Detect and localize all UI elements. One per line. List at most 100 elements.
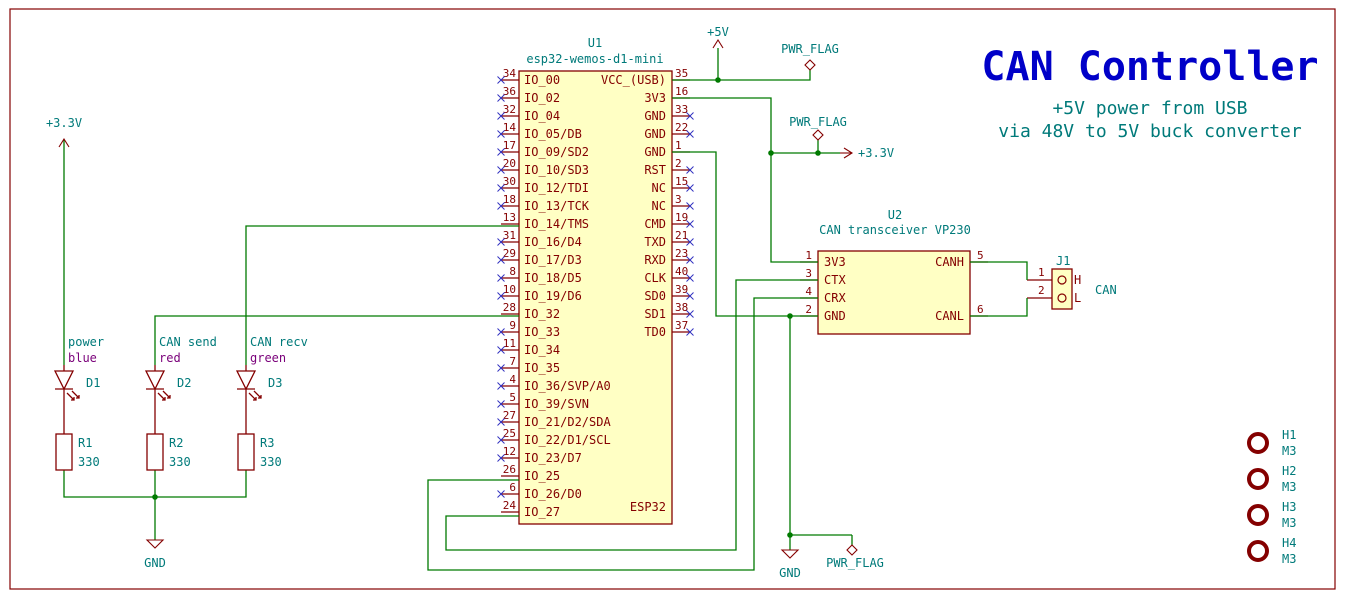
u2-pin-number: 6 xyxy=(977,303,984,316)
u2-pin-name: CANH xyxy=(935,255,964,269)
u1-pin-name: IO_16/D4 xyxy=(524,235,582,249)
resistor-ref: R1 xyxy=(78,436,92,450)
u1-pin-name: IO_12/TDI xyxy=(524,181,589,195)
u1-pin-number: 40 xyxy=(675,265,688,278)
u2-pin-name: CTX xyxy=(824,273,846,287)
u1-body xyxy=(518,70,673,525)
u1-pin-name: GND xyxy=(644,127,666,141)
u1-ref: U1 xyxy=(588,36,602,50)
u1-pin-name: NC xyxy=(652,199,666,213)
gnd-left-symbol xyxy=(145,539,165,549)
u2-pin-number: 5 xyxy=(977,249,984,262)
u2-pin-number: 4 xyxy=(805,285,812,298)
no-connect-icon xyxy=(497,166,505,174)
no-connect-icon xyxy=(497,112,505,120)
led-ref: D3 xyxy=(268,376,282,390)
junction-gnd-left xyxy=(152,494,158,500)
led-emission-icon xyxy=(157,390,171,401)
junction-5v xyxy=(715,77,721,83)
u1-pin-number: 13 xyxy=(503,211,516,224)
led-emission-icon xyxy=(248,390,262,401)
junctions xyxy=(152,77,821,538)
u2-pin-name: CANL xyxy=(935,309,964,323)
pwr-flag-1-label: PWR_FLAG xyxy=(781,42,839,56)
gnd-center-label: GND xyxy=(779,566,801,580)
wire-d2-io32 xyxy=(154,315,519,365)
no-connect-icon xyxy=(497,76,505,84)
no-connect-icon xyxy=(497,454,505,462)
u2-value: CAN transceiver VP230 xyxy=(819,223,971,237)
no-connect-icon xyxy=(497,292,505,300)
u1-pin-number: 35 xyxy=(675,67,688,80)
u1-pin-number: 14 xyxy=(503,121,517,134)
u1-pin-name: IO_26/D0 xyxy=(524,487,582,501)
u2-pin-number: 3 xyxy=(805,267,812,280)
resistor-value: 330 xyxy=(78,455,100,469)
u1-pin-name: RXD xyxy=(644,253,666,267)
u1-pin-number: 18 xyxy=(503,193,516,206)
mounting-hole-value: M3 xyxy=(1282,444,1296,458)
junction-gnd-flag xyxy=(787,532,793,538)
u2-pin-number: 1 xyxy=(805,249,812,262)
j1-pin-1-num: 1 xyxy=(1038,266,1045,279)
mounting-hole-ref: H4 xyxy=(1282,536,1296,550)
plus5v-label: +5V xyxy=(707,25,729,39)
no-connect-icon xyxy=(497,148,505,156)
wire-d3-io14 xyxy=(245,225,519,365)
u1-pin-name: IO_02 xyxy=(524,91,560,105)
u1-pin-name: IO_18/D5 xyxy=(524,271,582,285)
junction-3v3 xyxy=(768,150,774,156)
u1-pin-name: IO_21/D2/SDA xyxy=(524,415,611,429)
j1-value: CAN xyxy=(1095,283,1117,297)
u1-pin-name: IO_09/SD2 xyxy=(524,145,589,159)
title-note-2: via 48V to 5V buck converter xyxy=(998,121,1302,142)
junction-gnd-u2 xyxy=(787,313,793,319)
plus3v3-left-label: +3.3V xyxy=(46,116,82,130)
u1-pin-name: SD0 xyxy=(644,289,666,303)
u1-pin-name: IO_17/D3 xyxy=(524,253,582,267)
u1-pin-number: 27 xyxy=(503,409,516,422)
j1-contact-2 xyxy=(1057,293,1067,303)
j1-connector[interactable]: 1 2 H L J1 CAN xyxy=(1027,254,1117,310)
u1-pin-number: 21 xyxy=(675,229,688,242)
u1-pin-number: 31 xyxy=(503,229,516,242)
no-connect-icon xyxy=(497,130,505,138)
no-connect-icon xyxy=(497,238,505,246)
u1-pin-number: 15 xyxy=(675,175,688,188)
u2-ref: U2 xyxy=(888,208,902,222)
resistor-body xyxy=(237,433,255,471)
u1-pin-name: TXD xyxy=(644,235,666,249)
led-ref: D2 xyxy=(177,376,191,390)
no-connect-icon xyxy=(497,418,505,426)
mounting-hole-ref: H3 xyxy=(1282,500,1296,514)
no-connect-icon xyxy=(686,328,694,336)
resistor-ref: R2 xyxy=(169,436,183,450)
wire-canl xyxy=(970,298,1028,317)
wire-ctx xyxy=(445,279,818,551)
u1-pin-name: IO_35 xyxy=(524,361,560,375)
u1-pin-number: 12 xyxy=(503,445,516,458)
u1-pin-name: CLK xyxy=(644,271,666,285)
led-color-label: green xyxy=(250,351,286,365)
u1-pin-number: 22 xyxy=(675,121,688,134)
j1-pin-2-num: 2 xyxy=(1038,284,1045,297)
u1-pin-name: TD0 xyxy=(644,325,666,339)
wire-crx xyxy=(427,297,818,571)
u1-pin-number: 28 xyxy=(503,301,516,314)
u1-pin-name: IO_05/DB xyxy=(524,127,582,141)
